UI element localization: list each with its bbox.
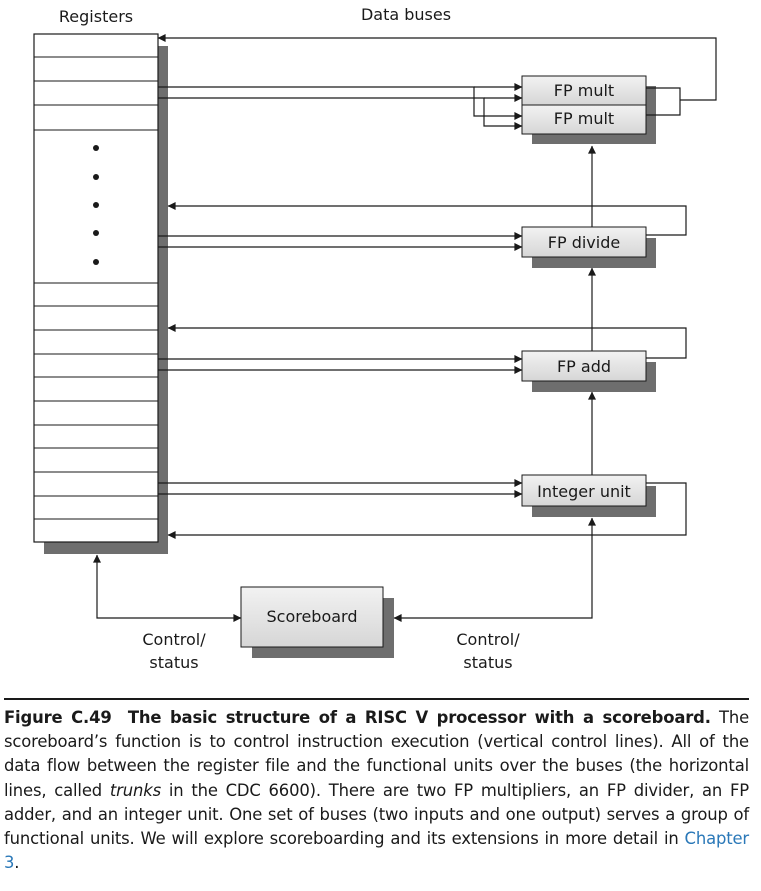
- scoreboard-diagram: Registers Data buses: [33, 5, 717, 672]
- fp-mult-unit-2: FP mult: [521, 104, 647, 135]
- fp-mult-1-label: FP mult: [554, 81, 614, 100]
- scoreboard-label: Scoreboard: [266, 607, 357, 626]
- fp-mult-input-bus-1: [158, 86, 523, 120]
- caption-italic-term: trunks: [109, 780, 161, 800]
- fp-mult-2-label: FP mult: [554, 109, 614, 128]
- ellipsis-dots: [93, 145, 99, 265]
- chapter-link[interactable]: Chapter 3: [4, 829, 750, 873]
- fp-mult-output-bus: [646, 87, 681, 116]
- figure-title: The basic structure of a RISC V processo…: [127, 708, 711, 727]
- fp-divide-label: FP divide: [548, 233, 620, 252]
- scoreboard-control-left: [93, 554, 242, 622]
- fp-add-label: FP add: [557, 357, 611, 376]
- scoreboard-unit: Scoreboard: [240, 586, 394, 658]
- figure-caption: Figure C.49 The basic structure of a RIS…: [4, 706, 749, 875]
- control-lines: [93, 145, 596, 622]
- control-status-right-label-1: Control/: [456, 630, 520, 649]
- control-status-left-label-1: Control/: [142, 630, 206, 649]
- fp-add-unit: FP add: [521, 350, 656, 392]
- integer-unit-label: Integer unit: [537, 482, 631, 501]
- control-status-right-label-2: status: [463, 653, 512, 672]
- caption-text-1: The scoreboard’s function is to control …: [4, 708, 750, 800]
- caption-text-2: in the CDC 6600). There are two FP multi…: [4, 780, 750, 849]
- control-status-left-label-2: status: [149, 653, 198, 672]
- caption-text-end: .: [14, 853, 20, 873]
- registers-label: Registers: [59, 7, 133, 26]
- scoreboard-control-right: [393, 517, 596, 622]
- fp-divide-output-bus: [167, 202, 687, 236]
- register-file: [33, 33, 168, 554]
- fp-mult-input-bus-2: [158, 97, 523, 130]
- fp-add-output-bus: [167, 324, 687, 359]
- figure-label: Figure C.49: [4, 708, 112, 727]
- integer-unit: Integer unit: [521, 474, 656, 517]
- data-buses-label: Data buses: [361, 5, 451, 24]
- caption-divider: [4, 698, 749, 700]
- fp-divide-unit: FP divide: [521, 226, 656, 268]
